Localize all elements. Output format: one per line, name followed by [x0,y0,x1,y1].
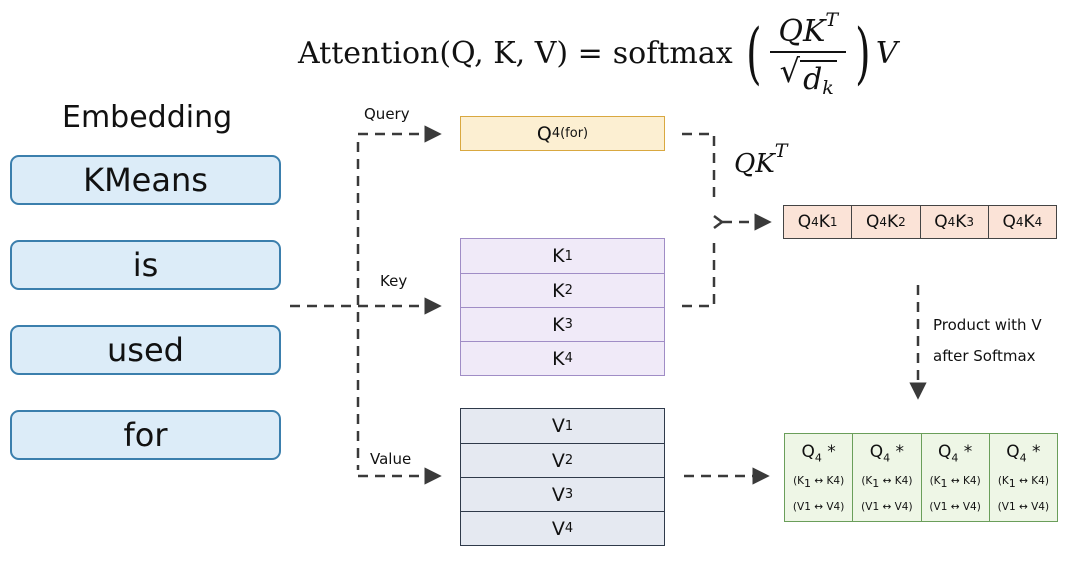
product-label-line2: after Softmax [933,347,1036,365]
query-label: Query [364,105,410,123]
right-paren: ) [855,14,871,92]
bracket-junction [713,215,725,229]
formula-numerator: QKT [770,9,847,53]
result-cell: Q4 * (K1 ↔ K4) (V1 ↔ V4) [988,434,1057,521]
key-label: Key [380,272,408,290]
qkt-label: QKT [734,140,788,179]
embedding-title: Embedding [62,100,233,135]
formula-lhs: Attention(Q, K, V) = [298,36,603,71]
sqrt-icon: √ [779,51,801,90]
value-label: Value [370,450,412,468]
product-label-line1: Product with V [933,316,1042,334]
result-cell: Q4 * (K1 ↔ K4) (V1 ↔ V4) [792,441,845,513]
attention-formula: Attention(Q, K, V) = softmax ( QKT √ dk … [298,6,978,101]
left-paren: ( [745,14,762,92]
result-cell: Q4 * (K1 ↔ K4) (V1 ↔ V4) [920,434,989,521]
result-row: Q4 * (K1 ↔ K4) (V1 ↔ V4) Q4 * (K1 ↔ K4) … [784,433,1058,522]
formula-tail: V [875,36,898,71]
formula-softmax: softmax [612,36,733,71]
embedding-token-kmeans: KMeans [10,155,281,205]
result-cell: Q4 * (K1 ↔ K4) (V1 ↔ V4) [852,434,920,521]
embedding-token-used: used [10,325,281,375]
product-label: Product with V after Softmax [933,310,1042,372]
embedding-token-is: is [10,240,281,290]
embedding-token-for: for [10,410,281,460]
query-to-qkt-bracket [682,132,716,200]
formula-denominator: √ dk [780,53,837,99]
key-to-qkt-bracket [682,240,716,308]
formula-fraction: QKT √ dk [770,9,847,99]
